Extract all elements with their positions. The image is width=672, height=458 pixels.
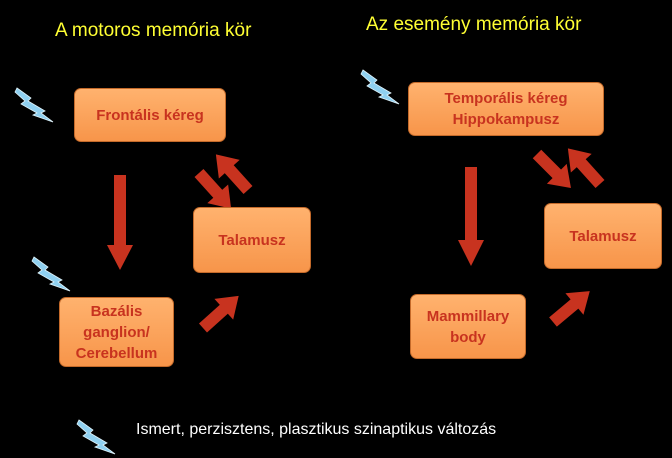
arrow-temporal-to-thalamus (532, 149, 571, 188)
arrow-frontal-to-thalamus (194, 168, 232, 209)
mammillary-body-box: Mammillary body (410, 294, 526, 359)
thalamus-box-left: Talamusz (193, 207, 311, 273)
temporal-cortex-label: Temporális kéreg Hippokampusz (444, 90, 568, 128)
thalamus-box-right: Talamusz (544, 203, 662, 269)
arrow-mammillary-to-thalamus (549, 291, 590, 327)
event-circuit-title: Az esemény memória kör (366, 14, 582, 35)
legend-text: Ismert, perzisztens, plasztikus szinapti… (136, 421, 497, 438)
mammillary-body-label: Mammillary body (426, 307, 510, 346)
basal-ganglion-box: Bazális ganglion/ Cerebellum (59, 297, 174, 367)
frontal-cortex-box: Frontális kéreg (74, 88, 226, 142)
basal-ganglion-label: Bazális ganglion/ Cerebellum (75, 302, 158, 362)
thalamus-label-right: Talamusz (569, 227, 637, 245)
arrow-thalamus-to-temporal (567, 148, 605, 189)
arrow-thalamus-to-frontal (215, 154, 253, 195)
lightning-icon (31, 256, 71, 292)
arrow-frontal-to-basal (107, 175, 133, 270)
lightning-icon (76, 419, 116, 455)
arrow-temporal-to-mammillary (458, 167, 484, 266)
thalamus-label-left: Talamusz (218, 231, 286, 249)
frontal-cortex-label: Frontális kéreg (96, 106, 204, 124)
motor-circuit-title: A motoros memória kör (55, 20, 252, 41)
lightning-icon (360, 69, 400, 105)
temporal-cortex-box: Temporális kéreg Hippokampusz (408, 82, 604, 136)
arrow-basal-to-thalamus (198, 295, 239, 333)
lightning-icon (14, 87, 54, 123)
